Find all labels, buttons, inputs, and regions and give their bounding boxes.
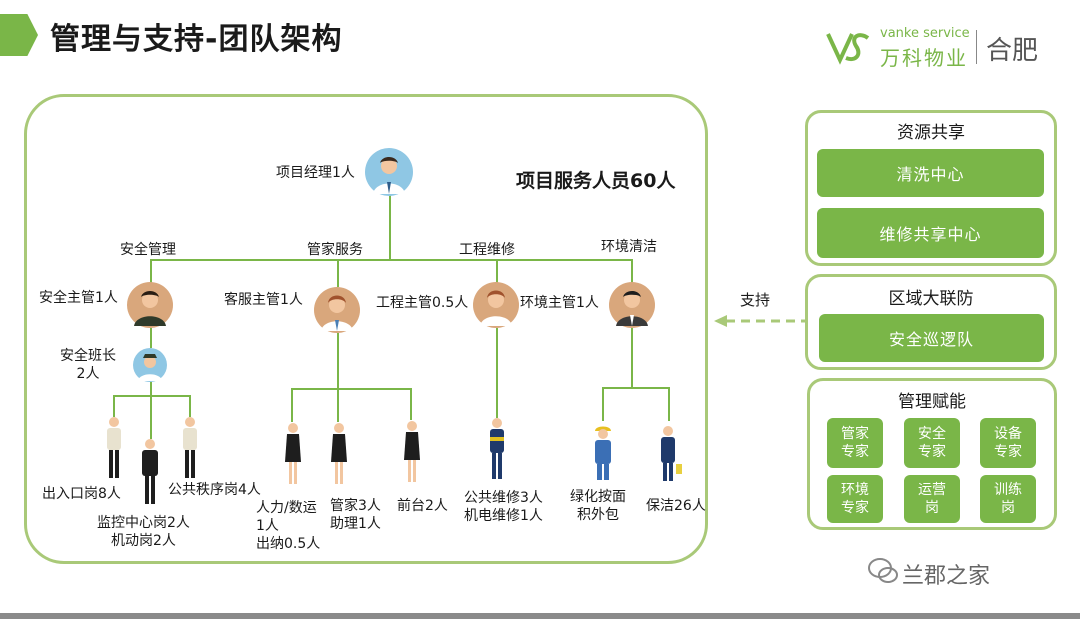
dept-security: 安全管理 — [120, 242, 176, 258]
post-hr-cashier: 人力/数运 1人 出纳0.5人 — [256, 500, 321, 552]
manager-label: 项目经理1人 — [276, 165, 355, 181]
security-patrol-box: 安全巡逻队 — [819, 314, 1044, 362]
gardener-figure-icon — [595, 426, 611, 480]
vanke-logo-icon — [826, 33, 870, 65]
post-entrance: 出入口岗8人 — [42, 486, 121, 502]
resource-share-panel — [805, 110, 1057, 266]
post-reception: 前台2人 — [397, 498, 448, 514]
cleaning-center-box: 清洗中心 — [817, 149, 1044, 197]
title-accent-bar — [0, 14, 38, 56]
post-engineering: 公共维修3人 机电维修1人 — [464, 490, 543, 524]
butler-staff-figure-icon — [331, 423, 347, 484]
supervisor-engineering-label: 工程主管0.5人 — [376, 295, 469, 311]
dept-cleaning: 环境清洁 — [601, 239, 657, 255]
logo-english: vanke service — [880, 26, 970, 41]
tile-operations-post: 运营 岗 — [904, 475, 960, 523]
logo-city: 合肥 — [986, 36, 1039, 66]
supervisor-security-label: 安全主管1人 — [39, 290, 118, 306]
logo-chinese: 万科物业 — [880, 46, 968, 70]
wechat-icon — [868, 558, 898, 583]
tile-butler-expert: 管家 专家 — [827, 418, 883, 468]
security-leader-label: 安全班长 2人 — [60, 348, 116, 382]
support-label: 支持 — [740, 291, 771, 309]
post-greening: 绿化按面 积外包 — [570, 489, 626, 523]
order-guard-figure-icon — [183, 417, 197, 478]
support-arrow-icon — [714, 315, 806, 327]
page-title: 管理与支持-团队架构 — [50, 22, 343, 57]
reception-staff-figure-icon — [404, 421, 420, 482]
post-public-order: 公共秩序岗4人 — [168, 482, 261, 498]
service-supervisor-avatar-icon — [314, 287, 360, 333]
supervisor-service-label: 客服主管1人 — [224, 292, 303, 308]
empowerment-panel — [807, 378, 1057, 530]
regional-defense-title: 区域大联防 — [888, 289, 974, 309]
security-supervisor-avatar-icon — [127, 282, 173, 328]
repair-share-center-box: 维修共享中心 — [817, 208, 1044, 258]
tile-security-expert: 安全 专家 — [904, 418, 960, 468]
logo-divider — [976, 30, 977, 64]
post-butler-assistant: 管家3人 助理1人 — [330, 498, 381, 532]
dept-engineering: 工程维修 — [459, 242, 515, 258]
dept-housekeeping: 管家服务 — [307, 242, 363, 258]
cleaning-supervisor-avatar-icon — [609, 282, 655, 328]
hr-staff-figure-icon — [285, 423, 301, 484]
watermark-text: 兰郡之家 — [902, 564, 991, 589]
org-chart-frame — [24, 94, 708, 564]
bottom-border — [0, 613, 1080, 619]
post-monitor-mobile: 监控中心岗2人 机动岗2人 — [97, 515, 190, 549]
tile-training-post: 训练 岗 — [980, 475, 1036, 523]
empowerment-title: 管理赋能 — [898, 392, 966, 412]
manager-avatar-icon — [365, 148, 413, 196]
total-staff-label: 项目服务人员60人 — [516, 170, 676, 192]
engineering-supervisor-avatar-icon — [473, 282, 519, 328]
security-leader-avatar-icon — [133, 348, 167, 382]
resource-share-title: 资源共享 — [897, 123, 965, 143]
tile-environment-expert: 环境 专家 — [827, 475, 883, 523]
tile-equipment-expert: 设备 专家 — [980, 418, 1036, 468]
monitor-guard-figure-icon — [142, 439, 158, 504]
supervisor-cleaning-label: 环境主管1人 — [520, 295, 599, 311]
regional-defense-panel — [805, 274, 1057, 370]
post-cleaning: 保洁26人 — [646, 498, 706, 514]
maintenance-worker-figure-icon — [490, 418, 504, 479]
guard-figure-icon — [107, 417, 121, 478]
cleaner-figure-icon — [661, 426, 682, 481]
